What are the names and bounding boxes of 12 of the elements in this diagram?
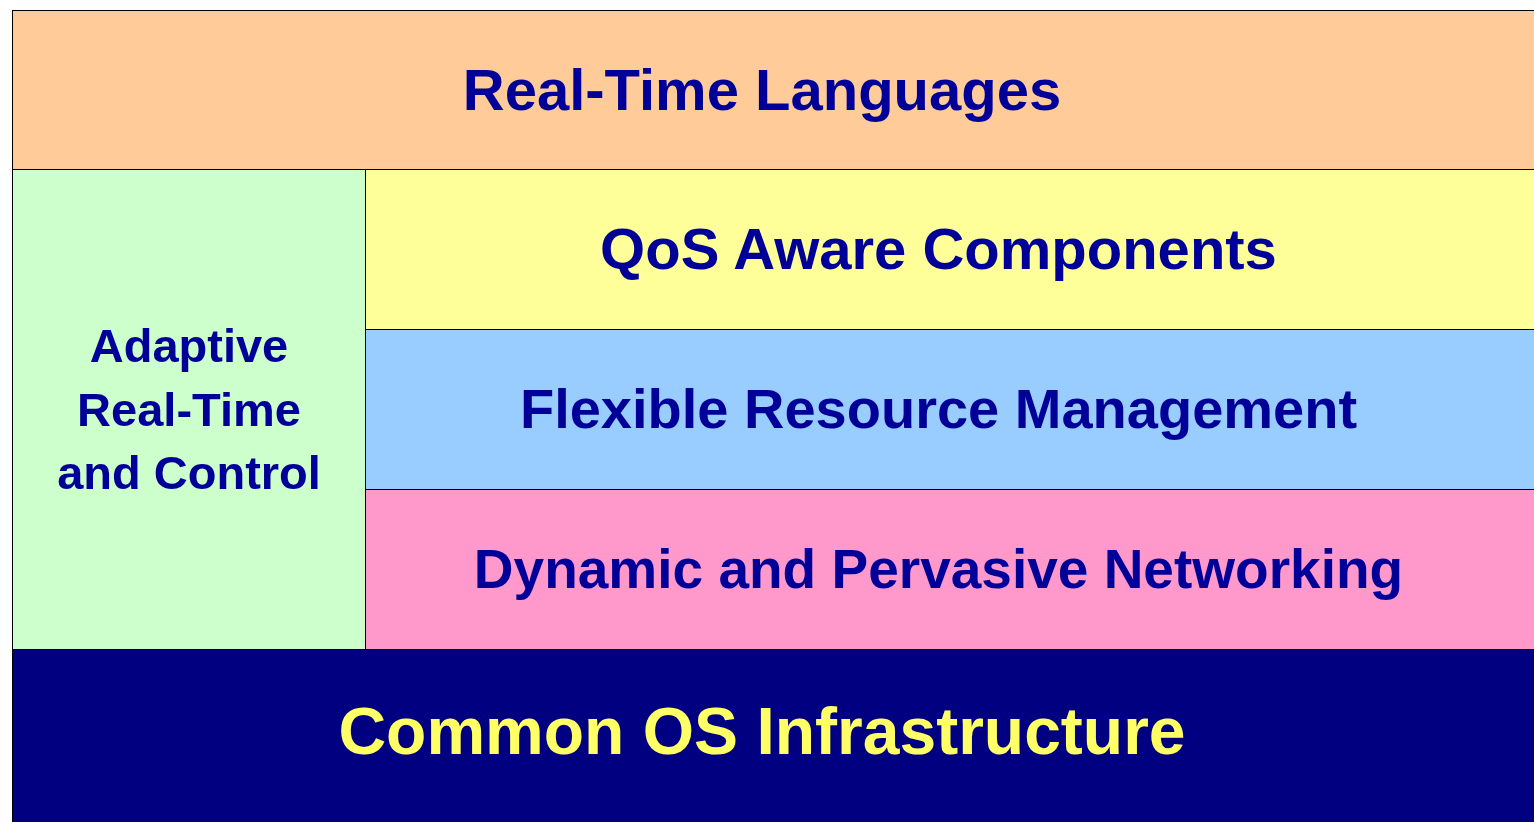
layer-column — [12, 169, 366, 650]
layer-band — [365, 329, 1534, 490]
layer-band — [365, 489, 1534, 650]
layer-label: QoS Aware Components — [600, 216, 1277, 283]
layer-band — [12, 649, 1534, 822]
layer-label: Adaptive Real-Time and Control — [56, 318, 322, 502]
layer-band — [12, 10, 1534, 170]
layer-label: Common OS Infrastructure — [338, 694, 1186, 770]
layer-band — [365, 169, 1534, 330]
layer-label: Real-Time Languages — [462, 56, 1062, 124]
layer-label: Flexible Resource Management — [519, 377, 1358, 442]
layer-label: Dynamic and Pervasive Networking — [473, 537, 1404, 602]
